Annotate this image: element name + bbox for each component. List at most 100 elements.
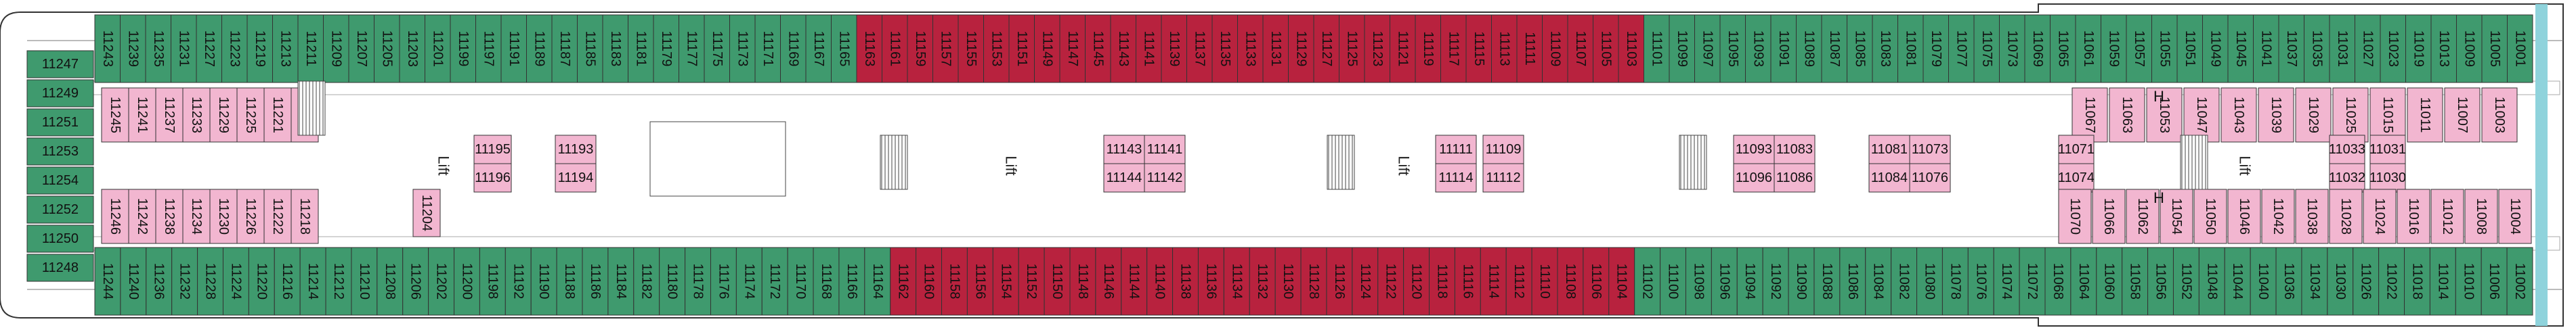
cabin-11233[interactable] [182,87,211,143]
cabin-11195[interactable] [473,135,512,164]
cabin-11192[interactable] [505,247,532,316]
cabin-11220[interactable] [248,247,275,316]
cabin-11236[interactable] [146,247,173,316]
cabin-11097[interactable] [1694,14,1721,83]
cabin-11177[interactable] [679,14,705,83]
cabin-11133[interactable] [1237,14,1264,83]
cabin-11111[interactable] [1516,14,1543,83]
cabin-11247[interactable] [26,50,94,78]
cabin-11084[interactable] [1868,163,1910,193]
cabin-11151[interactable] [1008,14,1035,83]
cabin-11013[interactable] [2430,14,2457,83]
cabin-11231[interactable] [171,14,197,83]
cabin-11109[interactable] [1542,14,1568,83]
cabin-11072[interactable] [2019,247,2046,316]
cabin-11039[interactable] [2258,87,2294,143]
cabin-11014[interactable] [2429,247,2456,316]
cabin-11189[interactable] [526,14,553,83]
cabin-11226[interactable] [236,189,265,244]
cabin-11002[interactable] [2506,247,2533,316]
cabin-11099[interactable] [1669,14,1695,83]
cabin-11113[interactable] [1491,14,1518,83]
cabin-11168[interactable] [813,247,840,316]
cabin-11025[interactable] [2332,87,2369,143]
cabin-11129[interactable] [1288,14,1314,83]
cabin-11009[interactable] [2456,14,2483,83]
cabin-11117[interactable] [1440,14,1467,83]
cabin-11030[interactable] [2327,247,2354,316]
cabin-11182[interactable] [633,247,660,316]
cabin-11087[interactable] [1821,14,1847,83]
cabin-11153[interactable] [983,14,1010,83]
cabin-11146[interactable] [1095,247,1122,316]
cabin-11061[interactable] [2075,14,2101,83]
cabin-11112[interactable] [1505,247,1532,316]
cabin-11194[interactable] [555,163,597,193]
cabin-11042[interactable] [2261,189,2295,244]
cabin-11067[interactable] [2071,87,2108,143]
cabin-11062[interactable] [2126,189,2160,244]
cabin-11147[interactable] [1059,14,1086,83]
cabin-11028[interactable] [2329,189,2363,244]
cabin-11114[interactable] [1480,247,1507,316]
cabin-11106[interactable] [1583,247,1610,316]
cabin-11167[interactable] [805,14,832,83]
cabin-11008[interactable] [2464,189,2498,244]
cabin-11219[interactable] [246,14,273,83]
cabin-11115[interactable] [1465,14,1492,83]
cabin-11240[interactable] [120,247,147,316]
cabin-11162[interactable] [890,247,917,316]
cabin-11096[interactable] [1733,163,1775,193]
cabin-11112[interactable] [1482,163,1524,193]
cabin-11228[interactable] [197,247,223,316]
cabin-11031[interactable] [2329,14,2355,83]
cabin-11035[interactable] [2304,14,2330,83]
cabin-11176[interactable] [710,247,737,316]
cabin-11095[interactable] [1719,14,1746,83]
cabin-11078[interactable] [1941,247,1969,316]
cabin-11237[interactable] [155,87,184,143]
cabin-11198[interactable] [479,247,506,316]
cabin-11056[interactable] [2147,247,2174,316]
cabin-11144[interactable] [1103,163,1145,193]
cabin-11172[interactable] [761,247,788,316]
cabin-11241[interactable] [128,87,156,143]
cabin-11093[interactable] [1745,14,1772,83]
cabin-11188[interactable] [556,247,583,316]
cabin-11093[interactable] [1733,135,1775,164]
cabin-11107[interactable] [1567,14,1593,83]
cabin-11001[interactable] [2507,14,2533,83]
cabin-11102[interactable] [1634,247,1661,316]
cabin-11046[interactable] [2227,189,2261,244]
cabin-11003[interactable] [2481,87,2518,143]
cabin-11243[interactable] [94,14,121,83]
cabin-11040[interactable] [2250,247,2277,316]
cabin-11157[interactable] [932,14,959,83]
cabin-11032[interactable] [2329,163,2365,193]
cabin-11190[interactable] [530,247,557,316]
cabin-11057[interactable] [2126,14,2152,83]
cabin-11079[interactable] [1923,14,1949,83]
cabin-11218[interactable] [291,189,319,244]
cabin-11120[interactable] [1403,247,1430,316]
cabin-11187[interactable] [551,14,578,83]
cabin-11174[interactable] [735,247,763,316]
cabin-11201[interactable] [425,14,451,83]
cabin-11073[interactable] [1999,14,2025,83]
cabin-11148[interactable] [1069,247,1096,316]
cabin-11114[interactable] [1435,163,1477,193]
cabin-11214[interactable] [299,247,326,316]
cabin-11075[interactable] [1973,14,2000,83]
cabin-11076[interactable] [1909,163,1951,193]
cabin-11068[interactable] [2044,247,2071,316]
cabin-11065[interactable] [2050,14,2076,83]
cabin-11029[interactable] [2295,87,2332,143]
cabin-11229[interactable] [209,87,238,143]
cabin-11044[interactable] [2224,247,2251,316]
cabin-11211[interactable] [297,14,324,83]
cabin-11127[interactable] [1313,14,1339,83]
cabin-11124[interactable] [1352,247,1379,316]
cabin-11091[interactable] [1770,14,1797,83]
cabin-11023[interactable] [2380,14,2406,83]
cabin-11181[interactable] [628,14,654,83]
